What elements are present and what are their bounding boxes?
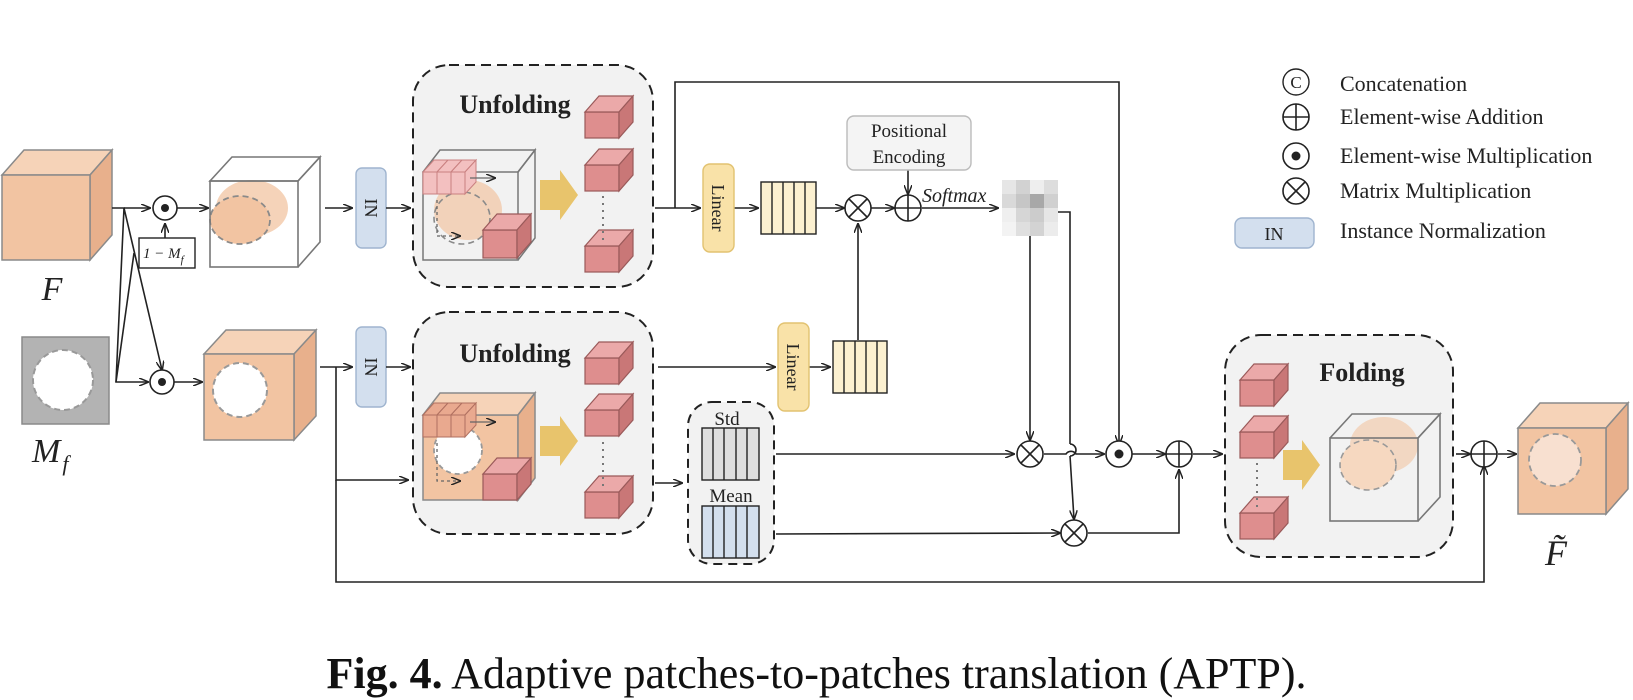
svg-text:1 − Mf: 1 − Mf: [143, 246, 186, 266]
svg-text:Unfolding: Unfolding: [459, 339, 570, 368]
matmul-op-attention: [844, 194, 872, 222]
linear-block-bottom: Linear: [777, 322, 810, 412]
unfolding-block-bottom: Unfolding: [412, 311, 654, 535]
output-label: F̃: [1544, 533, 1568, 573]
svg-text:C: C: [1290, 73, 1301, 92]
add-op-residual: [1470, 440, 1498, 468]
mul-op-top: [152, 195, 178, 221]
mask-square: [21, 336, 110, 425]
aptp-diagram: F Mf 1 − Mf: [0, 64, 1630, 583]
masked-feature-bottom: [202, 328, 318, 442]
statistics-block: Std Mean: [687, 401, 775, 565]
folding-block: Folding: [1224, 334, 1454, 558]
masked-feature-top: [208, 154, 322, 268]
legend-matmul-label: Matrix Multiplication: [1340, 178, 1531, 203]
legend-mul-label: Element-wise Multiplication: [1340, 143, 1592, 168]
mean-label: Mean: [709, 486, 753, 507]
linear-block-top: Linear: [702, 163, 735, 253]
positional-encoding-box: Positional Encoding: [846, 115, 972, 171]
matmul-op-std: [1016, 440, 1044, 468]
mul-op-bottom: [149, 369, 175, 395]
std-label: Std: [714, 409, 740, 430]
add-op-positional: [894, 194, 922, 222]
svg-text:Encoding: Encoding: [873, 147, 946, 168]
input-routing: [112, 208, 165, 382]
svg-text:Linear: Linear: [783, 344, 803, 391]
matmul-icon: [1282, 177, 1310, 205]
legend: C Concatenation Element-wise Addition El…: [1234, 68, 1592, 249]
inverse-mask-box: 1 − Mf: [138, 237, 196, 269]
feature-cube-f: [0, 148, 114, 262]
svg-text:IN: IN: [361, 358, 381, 377]
caption-text: Adaptive patches-to-patches translation …: [442, 649, 1307, 698]
in-icon: IN: [1234, 217, 1315, 249]
svg-text:Linear: Linear: [708, 185, 728, 232]
in-block-top: IN: [355, 167, 387, 249]
legend-add-label: Element-wise Addition: [1340, 104, 1543, 129]
connections: [335, 81, 1516, 583]
add-op-merge: [1165, 440, 1193, 468]
concat-icon: C: [1282, 68, 1310, 96]
token-block-bottom: [832, 340, 888, 394]
svg-text:Folding: Folding: [1319, 358, 1404, 387]
figure-caption: Fig. 4. Adaptive patches-to-patches tran…: [0, 648, 1633, 699]
token-block-top: [760, 181, 817, 235]
mul-icon: [1282, 142, 1310, 170]
legend-concat-label: Concatenation: [1340, 71, 1467, 96]
svg-text:Unfolding: Unfolding: [459, 90, 570, 119]
attention-map: [1002, 180, 1058, 236]
caption-prefix: Fig. 4.: [326, 649, 443, 698]
matmul-op-mean: [1060, 519, 1088, 547]
add-icon: [1282, 103, 1310, 131]
legend-in-label: Instance Normalization: [1340, 218, 1546, 243]
patch-cube: [481, 212, 533, 260]
feature-label: F: [41, 271, 64, 308]
svg-text:IN: IN: [1265, 224, 1284, 244]
mul-op-merge: [1105, 440, 1133, 468]
svg-text:Positional: Positional: [871, 121, 947, 142]
in-block-bottom: IN: [355, 326, 387, 408]
mask-label: Mf: [31, 433, 71, 476]
unfolding-block-top: Unfolding: [412, 64, 654, 288]
output-cube: [1516, 401, 1630, 516]
softmax-label: Softmax: [922, 185, 987, 207]
svg-text:IN: IN: [361, 199, 381, 218]
